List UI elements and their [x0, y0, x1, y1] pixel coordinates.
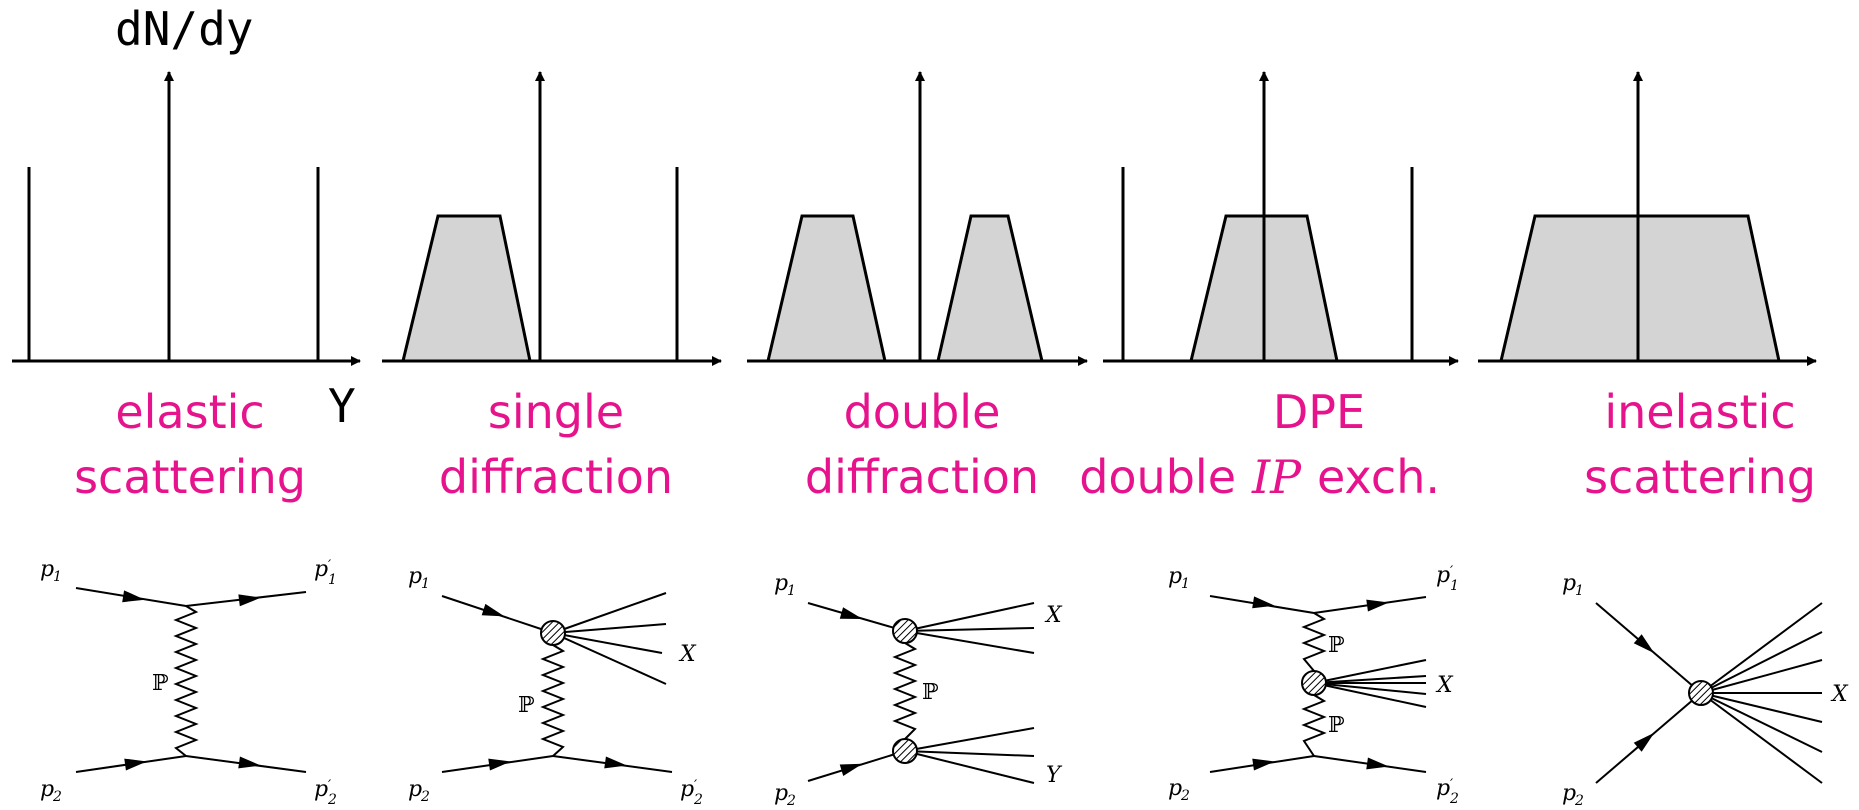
- pomeron-label: ℙ: [152, 671, 169, 696]
- p2prime-subscript: 2: [693, 792, 703, 808]
- panel-label-inelastic: inelastic scattering: [1584, 385, 1816, 504]
- prime-mark: ′: [1450, 564, 1454, 580]
- prime-mark: ′: [328, 558, 332, 574]
- p2prime-subscript: 2: [1449, 791, 1459, 807]
- p2-label: p: [1168, 776, 1182, 801]
- p1-label: p: [1168, 564, 1182, 589]
- central-vertex: [1301, 670, 1327, 696]
- interaction-vertex: [1688, 680, 1714, 706]
- p1-label: p: [40, 557, 54, 582]
- p1-subscript: 1: [421, 576, 430, 592]
- prime-mark: ′: [694, 778, 698, 794]
- p2prime-label: p: [314, 777, 328, 802]
- diffractive-region-right: [936, 214, 1044, 363]
- panel-single-plot: [382, 71, 722, 366]
- p1-subscript: 1: [1181, 576, 1190, 592]
- label-line: diffraction: [805, 450, 1039, 504]
- feynman-dpe: ℙ ℙ p 1 p 2 X p ′ 1 p ′ 2: [1168, 563, 1459, 807]
- panel-double-plot: [747, 71, 1088, 366]
- prime-mark: ′: [328, 778, 332, 794]
- p1-label: p: [774, 571, 788, 596]
- x-axis-label: Y: [328, 379, 356, 433]
- label-line: single: [488, 385, 624, 439]
- p2prime-label: p: [680, 777, 694, 802]
- p2-label: p: [408, 777, 422, 802]
- pomeron-label-lower: ℙ: [1328, 713, 1345, 738]
- p2-label: p: [1562, 781, 1576, 806]
- p2prime-label: p: [1436, 776, 1450, 801]
- label-line: DPE: [1273, 385, 1365, 439]
- y-axis-label: dN/dy: [115, 2, 253, 56]
- diffractive-vertex-lower: [892, 738, 918, 764]
- p2-subscript: 2: [786, 793, 796, 809]
- diffractive-region-left: [766, 214, 887, 363]
- pomeron-propagator: [892, 642, 918, 740]
- p1-label: p: [408, 564, 422, 589]
- x-label: X: [678, 642, 697, 667]
- label-line: inelastic: [1604, 385, 1795, 439]
- pomeron-label-upper: ℙ: [1328, 633, 1345, 658]
- p1-subscript: 1: [787, 583, 796, 599]
- pomeron-propagator: [540, 644, 566, 757]
- p2-subscript: 2: [420, 789, 430, 805]
- rapidity-gap-region: [401, 214, 532, 363]
- label-line: elastic: [115, 385, 264, 439]
- panel-label-single: single diffraction: [439, 385, 673, 504]
- label-line: scattering: [74, 450, 306, 504]
- diffractive-vertex: [540, 620, 566, 646]
- label-line: diffraction: [439, 450, 673, 504]
- p2prime-subscript: 2: [327, 792, 337, 808]
- inelastic-region: [1499, 214, 1781, 363]
- pomeron-symbol: IP: [1251, 450, 1302, 504]
- panel-elastic-plot: [12, 71, 361, 366]
- p1prime-label: p: [314, 557, 328, 582]
- p1-subscript: 1: [1575, 583, 1584, 599]
- label-line: double: [1079, 450, 1236, 504]
- pomeron-label: ℙ: [518, 693, 535, 718]
- pomeron-propagator-lower: [1301, 694, 1327, 757]
- prime-mark: ′: [1450, 777, 1454, 793]
- panel-label-elastic: elastic scattering: [74, 385, 306, 504]
- panel-dpe-plot: [1103, 71, 1459, 366]
- label-line: exch.: [1317, 450, 1440, 504]
- p2-subscript: 2: [1574, 793, 1584, 809]
- p2-subscript: 2: [52, 789, 62, 805]
- feynman-elastic: ℙ p 1 p 2 p ′ 1 p ′ 2: [40, 557, 337, 808]
- pomeron-label: ℙ: [922, 680, 939, 705]
- pomeron-propagator-upper: [1301, 612, 1327, 672]
- p2-label: p: [774, 781, 788, 806]
- x-label: X: [1830, 682, 1849, 707]
- panel-label-dpe: DPE double IP exch.: [1079, 385, 1440, 504]
- panel-inelastic-plot: [1478, 71, 1817, 366]
- label-line: scattering: [1584, 450, 1816, 504]
- feynman-inelastic: p 1 p 2 X: [1562, 571, 1849, 809]
- p1prime-subscript: 1: [328, 572, 337, 588]
- p1prime-label: p: [1436, 563, 1450, 588]
- feynman-double: ℙ p 1 p 2 X Y: [774, 571, 1063, 809]
- p2-label: p: [40, 777, 54, 802]
- label-line: double: [844, 385, 1001, 439]
- p1-label: p: [1562, 571, 1576, 596]
- feynman-single: ℙ p 1 p 2 X p ′ 2: [408, 564, 703, 808]
- x-label: X: [1435, 673, 1454, 698]
- panel-label-double: double diffraction: [805, 385, 1039, 504]
- x-label: X: [1044, 603, 1063, 628]
- p2-subscript: 2: [1180, 788, 1190, 804]
- pomeron-propagator: [173, 605, 199, 757]
- p1prime-subscript: 1: [1450, 578, 1459, 594]
- y-label: Y: [1046, 763, 1063, 788]
- p1-subscript: 1: [53, 569, 62, 585]
- diffractive-vertex-upper: [892, 618, 918, 644]
